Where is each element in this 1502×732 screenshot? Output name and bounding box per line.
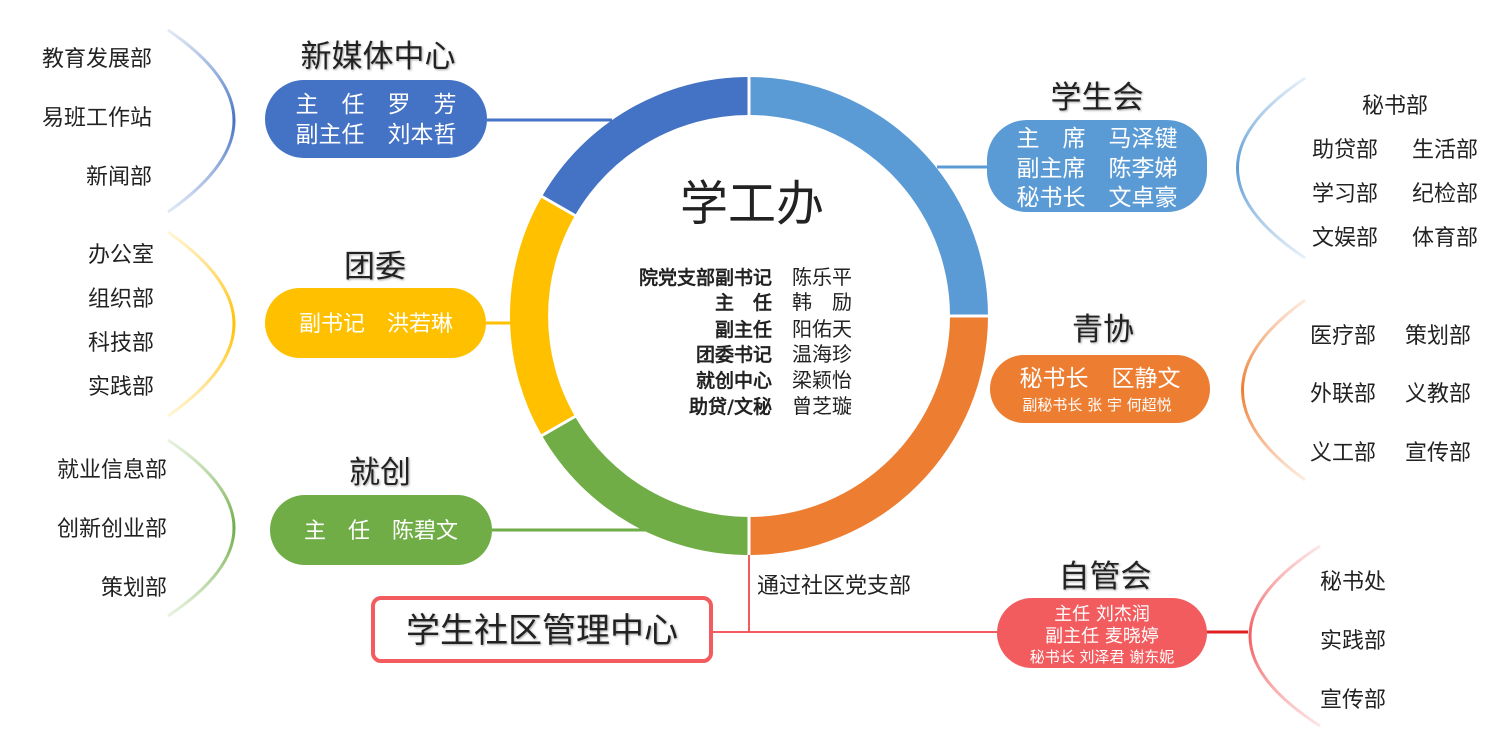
leader-line: 副书记 洪若琳	[299, 312, 453, 337]
dept-item: 科技部	[88, 331, 154, 356]
dept-bracket	[1241, 298, 1306, 482]
leader-line: 秘书长 区静文	[1020, 366, 1181, 392]
staff-role: 主 任	[715, 291, 772, 314]
branch-student-union: 学生会 主 席 马泽键 副主席 陈李娣 秘书长 文卓豪 秘书部 助贷部 生活部 …	[987, 76, 1478, 260]
leader-pill	[987, 120, 1207, 212]
staff-name: 韩 励	[792, 290, 852, 314]
via-label: 通过社区党支部	[757, 574, 911, 599]
center-title: 学工办	[680, 176, 824, 232]
branch-new-media: 新媒体中心 主 任 罗 芳 副主任 刘本哲 教育发展部 易班工作站 新闻部	[42, 28, 487, 214]
dept-bracket	[167, 438, 236, 618]
ring-segment-student-union	[749, 77, 988, 316]
ring-segment-new-media	[542, 77, 749, 216]
leader-line: 秘书长 文卓豪	[1017, 185, 1178, 211]
dept-item: 宣传部	[1320, 688, 1386, 713]
leader-line: 副主任 刘本哲	[296, 122, 457, 148]
leader-line: 副秘书长 张 宇 何超悦	[1022, 396, 1171, 414]
dept-item: 实践部	[1320, 629, 1386, 654]
leader-line: 主任 刘杰润	[1054, 604, 1150, 625]
branch-title: 就创	[349, 455, 411, 491]
dept-item: 义工部	[1310, 441, 1376, 466]
branch-youth-assoc: 青协 秘书长 区静文 副秘书长 张 宇 何超悦 医疗部 策划部 外联部 义教部 …	[990, 298, 1471, 482]
branch-title: 新媒体中心	[301, 39, 456, 75]
branch-title: 学生会	[1051, 80, 1144, 116]
center-staff-list: 院党支部副书记 陈乐平 主 任 韩 励 副主任 阳佑天 团委书记 温海珍 就创中…	[639, 265, 852, 418]
dept-item: 义教部	[1405, 382, 1471, 407]
community-title: 学生社区管理中心	[406, 611, 678, 651]
dept-bracket	[167, 28, 236, 214]
community-box	[371, 596, 713, 663]
dept-bracket	[1248, 544, 1321, 728]
staff-role: 院党支部副书记	[639, 266, 772, 289]
branch-title: 青协	[1072, 312, 1134, 348]
ring-segment-league	[509, 196, 575, 436]
dept-item: 创新创业部	[57, 517, 167, 542]
center-ring	[509, 73, 992, 559]
dept-item: 外联部	[1310, 382, 1376, 407]
leader-line: 副主任 麦晓婷	[1045, 626, 1159, 647]
leader-pill	[990, 355, 1210, 423]
branch-self-manage: 自管会 主任 刘杰润 副主任 麦晓婷 秘书长 刘泽君 谢东妮 秘书处 实践部 宣…	[997, 544, 1386, 728]
staff-role: 团委书记	[696, 344, 772, 366]
leader-line: 主 席 马泽键	[1017, 126, 1178, 152]
branch-career: 就创 主 任 陈碧文 就业信息部 创新创业部 策划部	[57, 438, 492, 618]
ring-segment-career	[542, 416, 749, 555]
leader-pill	[270, 495, 492, 565]
staff-name: 温海珍	[792, 342, 852, 366]
community-center: 通过社区党支部 学生社区管理中心	[371, 574, 911, 663]
leader-pill	[265, 80, 487, 158]
branch-title: 自管会	[1059, 559, 1152, 595]
leader-pill	[997, 598, 1207, 668]
staff-role: 助贷/文秘	[689, 395, 772, 418]
dept-item: 助贷部	[1312, 138, 1378, 163]
dept-item: 实践部	[88, 375, 154, 400]
dept-item: 医疗部	[1310, 324, 1376, 349]
staff-role: 副主任	[715, 318, 772, 341]
dept-item: 秘书部	[1362, 94, 1428, 119]
staff-name: 陈乐平	[792, 265, 852, 289]
staff-name: 曾芝璇	[792, 394, 852, 418]
leader-line: 主 任 陈碧文	[304, 519, 458, 544]
dept-item: 组织部	[88, 287, 154, 312]
dept-item: 办公室	[88, 243, 154, 268]
staff-name: 梁颖怡	[792, 368, 852, 392]
dept-bracket	[167, 230, 236, 418]
staff-name: 阳佑天	[792, 317, 852, 341]
branch-title: 团委	[344, 249, 406, 285]
dept-item: 宣传部	[1405, 441, 1471, 466]
dept-bracket	[1236, 76, 1306, 260]
dept-item: 就业信息部	[57, 458, 167, 483]
leader-line: 副主席 陈李娣	[1017, 156, 1178, 182]
dept-item: 纪检部	[1412, 182, 1478, 207]
staff-role: 就创中心	[696, 369, 772, 392]
dept-item: 策划部	[101, 576, 167, 601]
dept-item: 教育发展部	[42, 47, 152, 72]
leader-pill	[265, 288, 486, 358]
dept-item: 新闻部	[86, 165, 152, 190]
branch-league: 团委 副书记 洪若琳 办公室 组织部 科技部 实践部	[88, 230, 486, 418]
dept-item: 体育部	[1412, 226, 1478, 251]
leader-line: 秘书长 刘泽君 谢东妮	[1030, 648, 1175, 666]
dept-item: 学习部	[1312, 182, 1378, 207]
dept-item: 文娱部	[1312, 226, 1378, 251]
dept-item: 策划部	[1405, 324, 1471, 349]
leader-line: 主 任 罗 芳	[296, 92, 457, 118]
ring-segment-youth-assoc	[749, 316, 988, 555]
dept-item: 易班工作站	[42, 106, 152, 131]
dept-item: 生活部	[1412, 138, 1478, 163]
dept-item: 秘书处	[1320, 570, 1386, 595]
